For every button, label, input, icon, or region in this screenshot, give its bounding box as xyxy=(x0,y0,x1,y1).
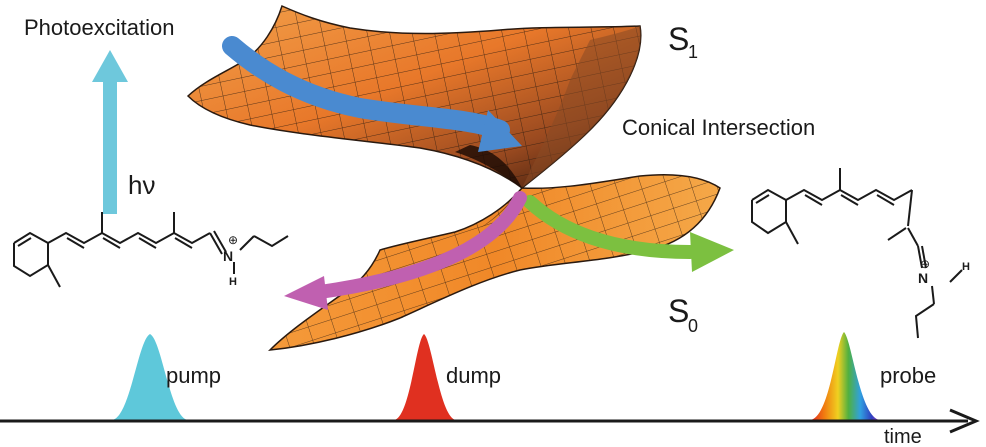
s0-surface xyxy=(267,174,721,351)
dump-label: dump xyxy=(446,363,501,388)
path-arrow-green xyxy=(523,195,734,272)
s0-subscript: 0 xyxy=(688,316,698,336)
left-nitrogen-label: N xyxy=(223,248,233,264)
s0-label: S xyxy=(668,293,689,329)
photoexcitation-label: Photoexcitation xyxy=(24,15,174,40)
conical-intersection-label: Conical Intersection xyxy=(622,115,815,140)
pump-pulse xyxy=(112,334,188,420)
s1-label: S xyxy=(668,21,689,57)
hv-label: hν xyxy=(128,170,155,200)
dump-pulse xyxy=(394,334,456,420)
pump-label: pump xyxy=(166,363,221,388)
photoexcitation-arrow xyxy=(92,50,128,214)
right-charge-label: ⊕ xyxy=(920,257,930,271)
time-axis-label: time xyxy=(884,426,922,447)
s1-subscript: 1 xyxy=(688,42,698,62)
left-hydrogen-label: H xyxy=(229,276,237,288)
left-charge-label: ⊕ xyxy=(228,233,238,247)
s1-surface xyxy=(186,4,642,189)
probe-pulse xyxy=(810,332,880,420)
right-hydrogen-label: H xyxy=(962,261,970,273)
left-molecule xyxy=(13,212,289,288)
path-arrow-blue xyxy=(222,36,522,152)
path-arrow-magenta xyxy=(284,191,527,310)
right-molecule xyxy=(751,168,963,339)
time-axis xyxy=(0,408,980,434)
probe-label: probe xyxy=(880,363,936,388)
right-nitrogen-label: N xyxy=(918,270,928,286)
